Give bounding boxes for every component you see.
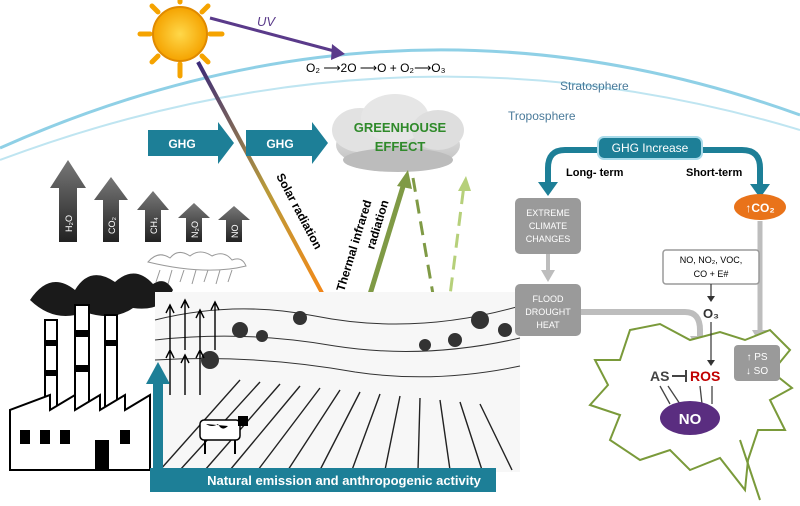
svg-text:N₂O: N₂O bbox=[190, 221, 200, 238]
stratosphere-arc-inner bbox=[0, 75, 800, 161]
svg-text:H₂O: H₂O bbox=[64, 215, 74, 232]
short-term-curve bbox=[700, 147, 763, 186]
ghg-arrow-1: GHG bbox=[148, 122, 234, 164]
svg-text:FLOOD: FLOOD bbox=[532, 294, 564, 304]
svg-text:CO + E#: CO + E# bbox=[694, 269, 729, 279]
svg-text:CHANGES: CHANGES bbox=[526, 234, 571, 244]
long-term-curve bbox=[545, 147, 600, 184]
extreme-climate-box bbox=[515, 198, 581, 254]
short-term-label: Short-term bbox=[686, 167, 742, 179]
long-term-label: Long- term bbox=[566, 167, 624, 179]
as-label: AS bbox=[650, 368, 669, 384]
ghg-arrow-2: GHG bbox=[246, 122, 328, 164]
stratosphere-arc-outer bbox=[0, 48, 800, 150]
svg-text:NO: NO bbox=[230, 225, 240, 239]
ghg-increase-label: GHG Increase bbox=[612, 141, 689, 155]
svg-text:NO, NO₂, VOC,: NO, NO₂, VOC, bbox=[680, 255, 743, 265]
svg-text:DROUGHT: DROUGHT bbox=[525, 307, 571, 317]
troposphere-label: Troposphere bbox=[508, 109, 576, 123]
solar-radiation-label: Solar radiation bbox=[273, 171, 325, 252]
greenhouse-line1: GREENHOUSE bbox=[354, 120, 447, 135]
svg-text:EXTREME: EXTREME bbox=[526, 208, 570, 218]
gas-arrow-h2o: H₂O bbox=[50, 160, 86, 242]
stratosphere-label: Stratosphere bbox=[560, 79, 629, 93]
uv-arrow bbox=[209, 16, 345, 60]
svg-text:HEAT: HEAT bbox=[536, 320, 560, 330]
gas-arrow-co2: CO₂ bbox=[94, 177, 128, 242]
greenhouse-line2: EFFECT bbox=[375, 139, 426, 154]
o3-label: O₃ bbox=[703, 306, 719, 321]
flood-drought-heat-box bbox=[515, 284, 581, 336]
sun-icon bbox=[137, 0, 225, 79]
no-interaction-arrows bbox=[659, 385, 713, 405]
gas-arrow-n2o: N₂O bbox=[178, 203, 210, 242]
svg-text:CLIMATE: CLIMATE bbox=[529, 221, 567, 231]
co2-badge-label: ↑CO₂ bbox=[745, 201, 774, 215]
bottom-banner bbox=[150, 468, 496, 492]
greenhouse-cloud bbox=[332, 94, 464, 172]
svg-text:↑ PS: ↑ PS bbox=[746, 352, 767, 363]
svg-text:CH₄: CH₄ bbox=[149, 217, 159, 234]
ps-so-box bbox=[734, 345, 780, 381]
bottom-banner-label: Natural emission and anthropogenic activ… bbox=[207, 473, 482, 488]
svg-text:↓ SO: ↓ SO bbox=[746, 366, 768, 377]
uv-label: UV bbox=[257, 14, 276, 29]
no-ellipse bbox=[660, 401, 720, 435]
svg-text:CO₂: CO₂ bbox=[107, 217, 117, 235]
cow-icon bbox=[199, 416, 248, 454]
no-label: NO bbox=[679, 411, 702, 428]
ros-label: ROS bbox=[690, 368, 720, 384]
ozone-equation: O₂ ⟶2O ⟶O + O₂⟶O₃ bbox=[306, 61, 446, 75]
flood-to-leaf-arrow bbox=[581, 309, 703, 340]
gas-arrow-no: NO bbox=[218, 206, 250, 242]
emission-cloud-sketch bbox=[147, 251, 247, 285]
factory-illustration bbox=[9, 273, 173, 471]
svg-text:GHG: GHG bbox=[266, 137, 293, 151]
co2-badge bbox=[734, 194, 786, 220]
svg-text:GHG: GHG bbox=[168, 137, 195, 151]
farmland-landscape bbox=[154, 292, 521, 472]
ghg-increase-box bbox=[597, 136, 703, 160]
gas-arrow-ch4: CH₄ bbox=[137, 191, 169, 242]
